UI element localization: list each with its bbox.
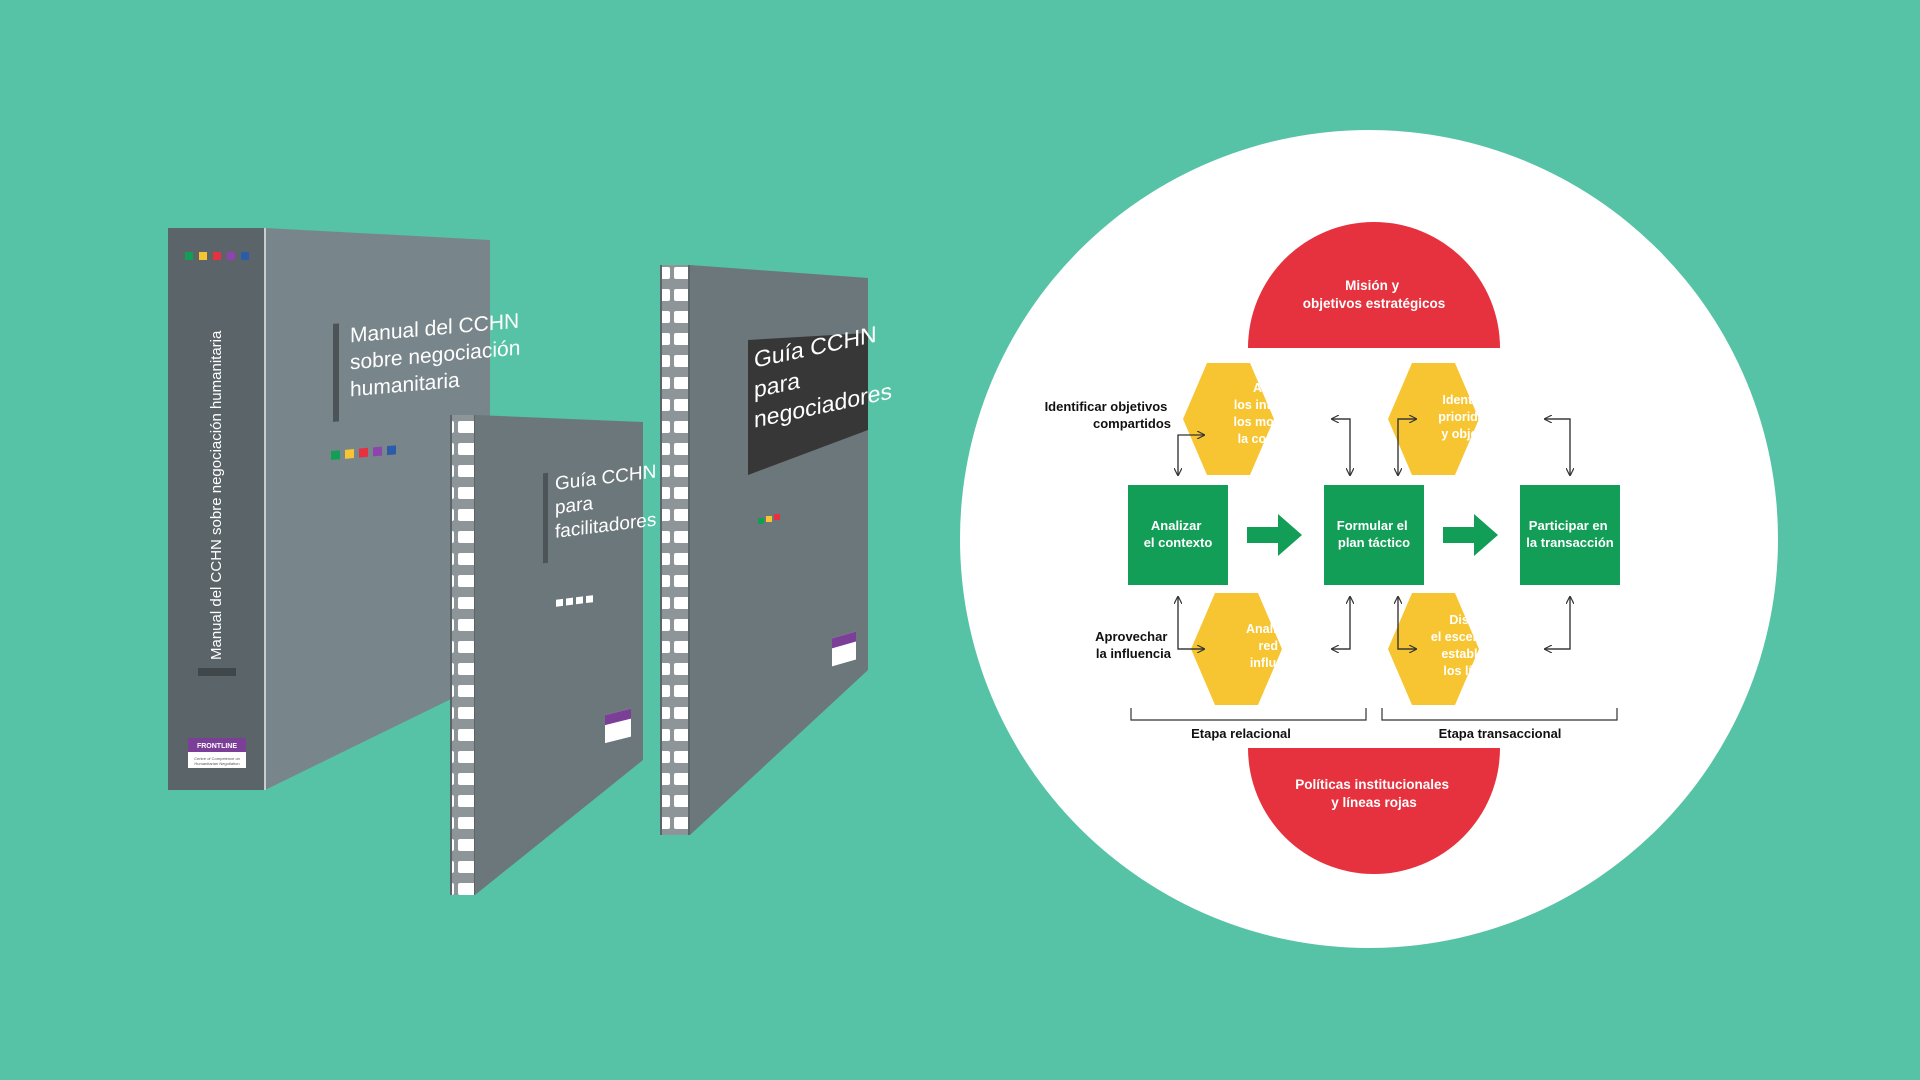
manual-publisher-logo: FRONTLINE Centre of Competence on Humani… <box>188 738 246 768</box>
policies-semicircle <box>1248 748 1500 874</box>
hexagon-influence <box>1191 593 1282 705</box>
svg-text:FRONTLINE: FRONTLINE <box>197 743 237 750</box>
mission-label: Misión y objetivos estratégicos <box>1303 278 1446 311</box>
svg-text:Humanitarian Negotiation: Humanitarian Negotiation <box>194 761 239 766</box>
negociadores-book: Guía CCHN para negociadores <box>660 265 892 835</box>
box-transaction <box>1520 485 1620 585</box>
box-transaction-label: Participar en la transacción <box>1526 518 1613 550</box>
hexagon-priorities-label: Identificar prioridades y objetivos <box>1438 393 1510 441</box>
manual-title: Manual del CCHN sobre negociación humani… <box>350 309 526 401</box>
negociadores-title-band <box>748 333 868 475</box>
mission-semicircle <box>1248 222 1500 348</box>
bracket-transactional <box>1381 708 1618 721</box>
bracket-relational <box>1130 708 1367 721</box>
hexagon-scenario-label: Diseñar el escenario y establecer los lí… <box>1431 613 1517 678</box>
stage-transactional-label: Etapa transaccional <box>1439 726 1562 741</box>
negociadores-coil <box>662 265 688 835</box>
side-label-shared-objectives: Identificar objetivos compartidos <box>1045 399 1171 431</box>
hexagon-interests-label: Analizar los intereses y los motivos de … <box>1233 381 1324 446</box>
facilitadores-logo <box>605 708 631 744</box>
box-analyze-context <box>1128 485 1228 585</box>
negociadores-logo <box>832 631 856 667</box>
arrow-plan-to-transaction <box>1443 514 1498 556</box>
hexagon-scenario <box>1388 593 1479 705</box>
manual-spine-color-squares <box>185 252 249 260</box>
books-illustration: Manual del CCHN sobre negociación humani… <box>168 228 892 895</box>
facilitadores-book: Guía CCHN para facilitadores <box>450 415 656 895</box>
manual-cover <box>265 228 490 790</box>
stage-relational-label: Etapa relacional <box>1191 726 1291 741</box>
arrow-context-to-plan <box>1247 514 1302 556</box>
box-tactical-plan <box>1324 485 1424 585</box>
facilitadores-cover <box>475 415 643 895</box>
svg-text:Centre of Competence on: Centre of Competence on <box>194 756 240 761</box>
hexagon-interests <box>1183 363 1274 475</box>
negotiation-diagram: Misión y objetivos estratégicos Política… <box>1045 222 1620 874</box>
policies-label: Políticas institucionales y líneas rojas <box>1295 777 1453 810</box>
hexagon-priorities <box>1388 363 1479 475</box>
manual-spine-text: Manual del CCHN sobre negociación humani… <box>208 330 225 660</box>
hexagon-influence-label: Analizar la red de influencia <box>1246 622 1312 670</box>
manual-book: Manual del CCHN sobre negociación humani… <box>168 228 526 790</box>
box-analyze-context-label: Analizar el contexto <box>1144 518 1213 550</box>
connector-arrows <box>1178 419 1570 649</box>
facilitadores-coil <box>452 415 474 895</box>
box-tactical-plan-label: Formular el plan táctico <box>1337 518 1411 550</box>
side-label-leverage-influence: Aprovechar la influencia <box>1095 629 1172 661</box>
manual-spine <box>168 228 265 790</box>
